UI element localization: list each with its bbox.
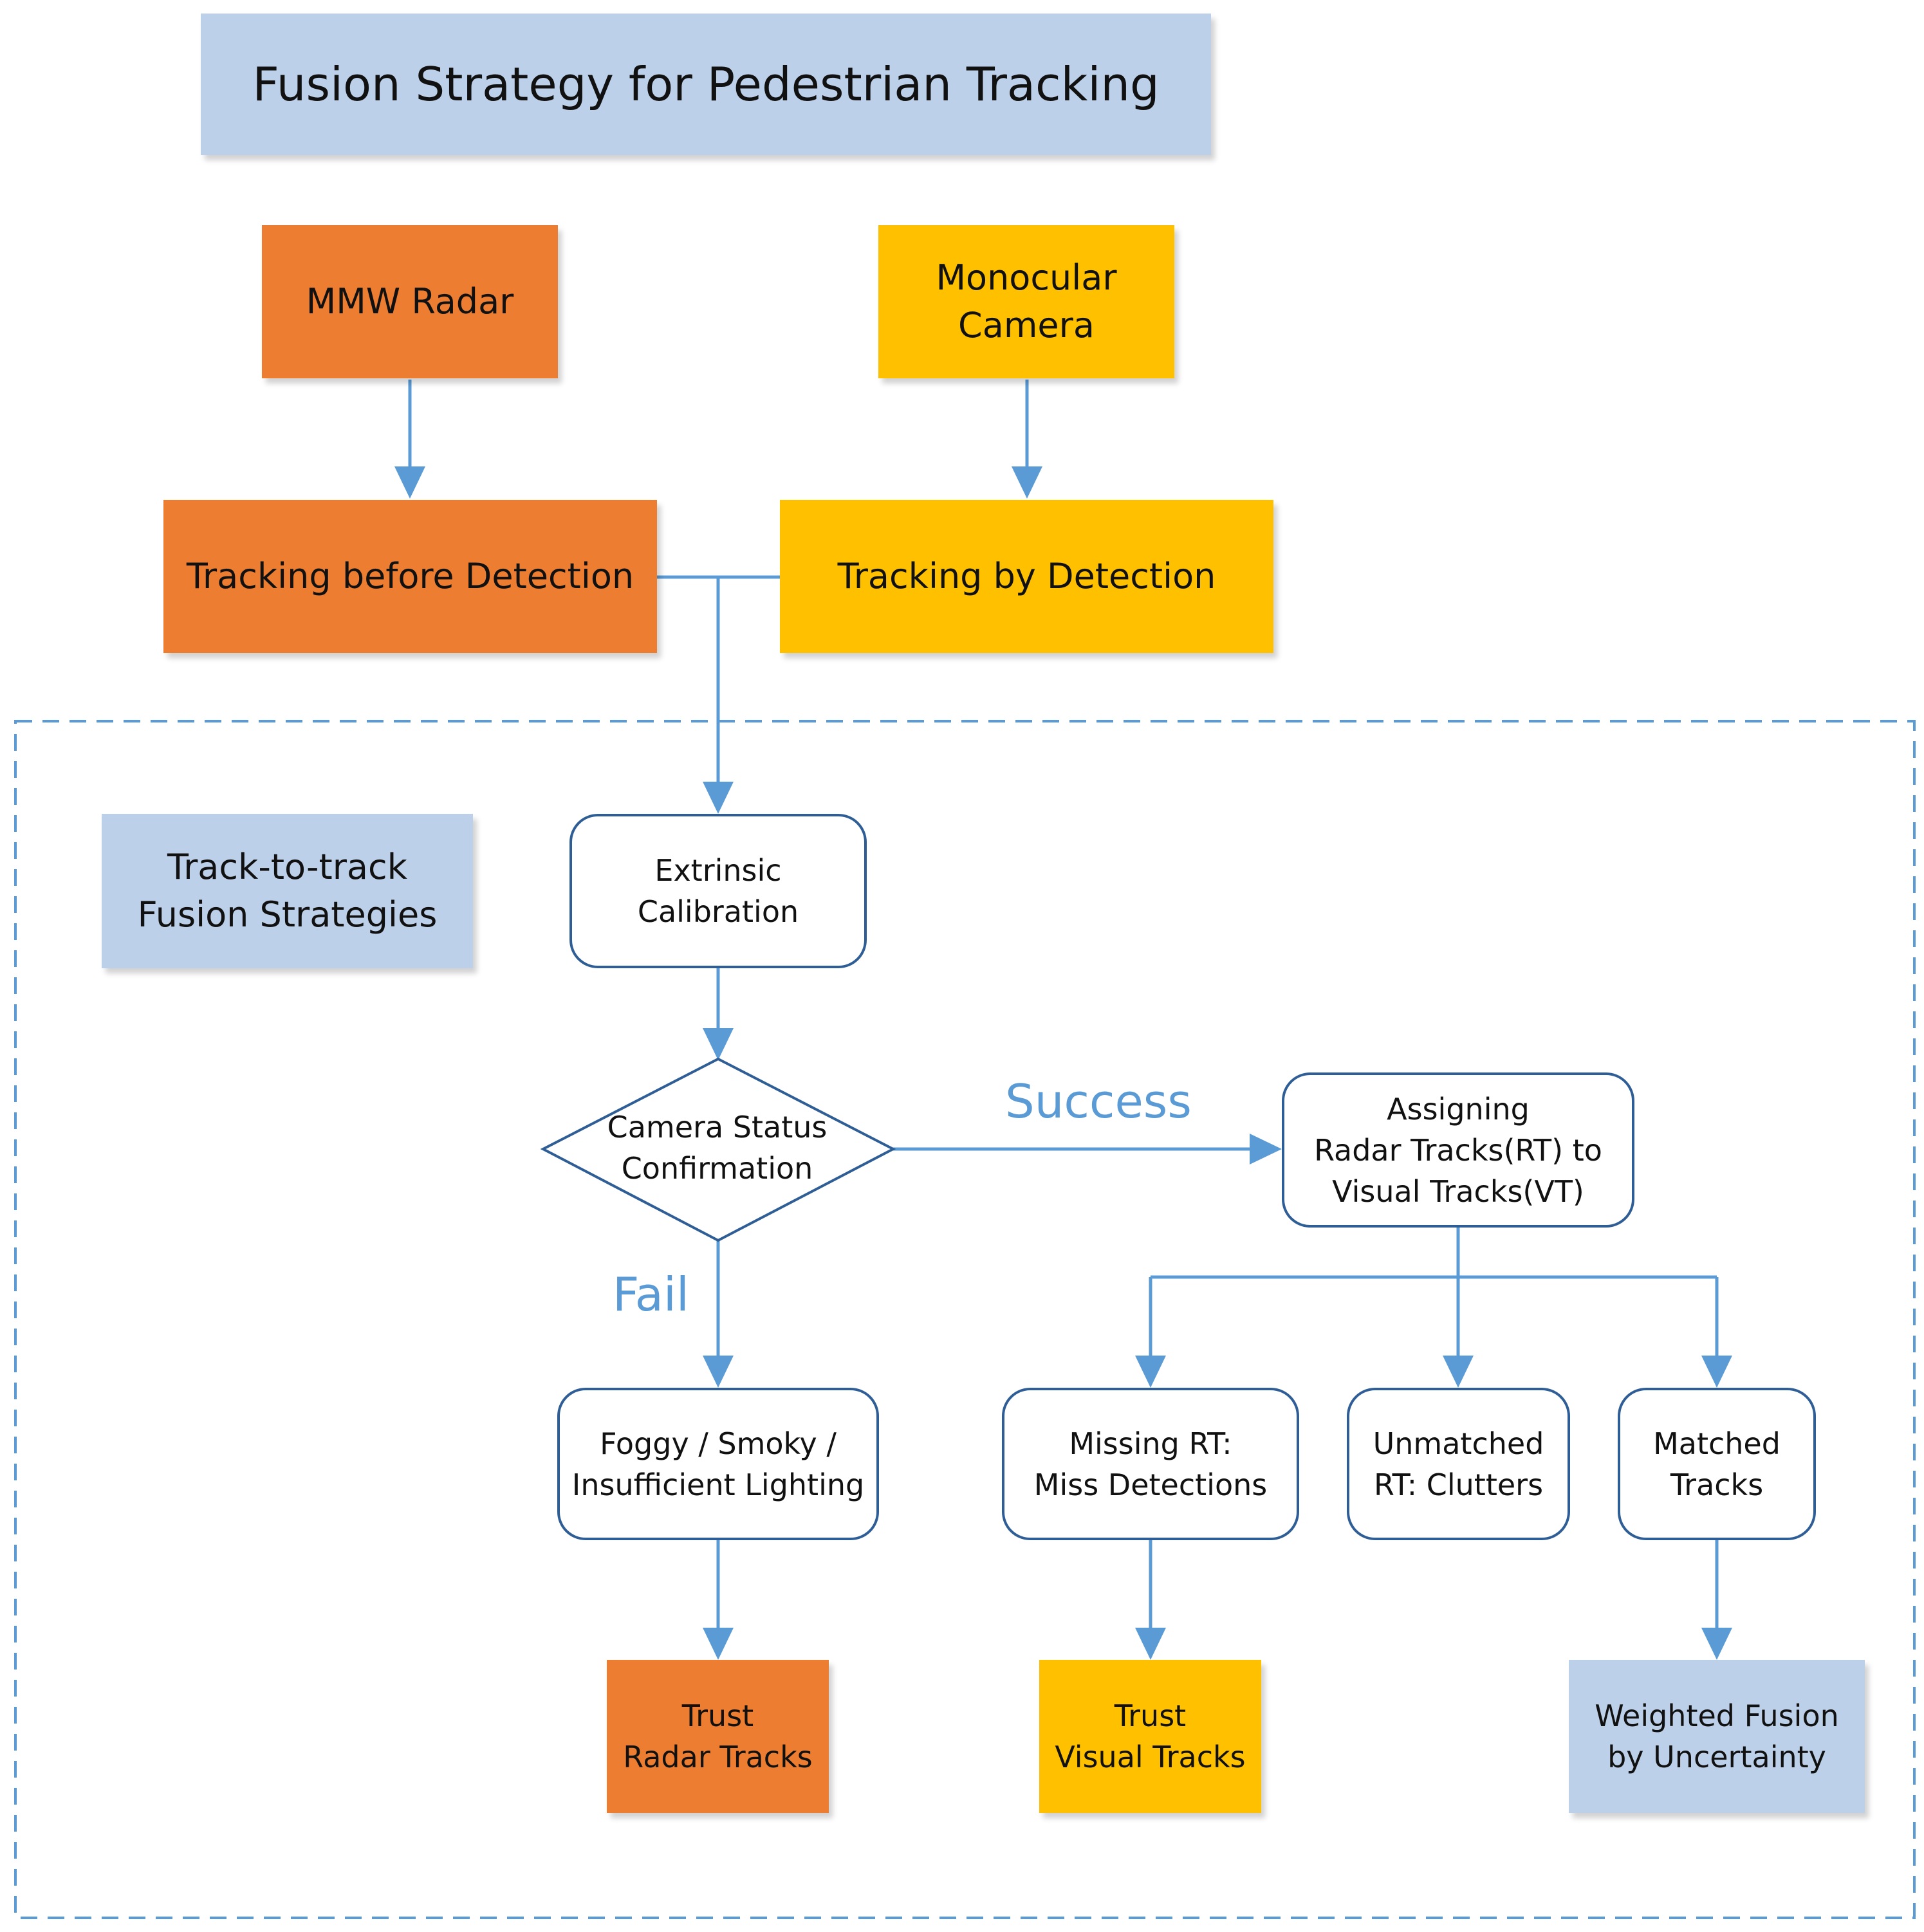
fusion-strategies-line-1: Track-to-track: [167, 847, 407, 887]
assigning-line-3: Visual Tracks(VT): [1332, 1173, 1584, 1209]
conditions-line-1: Foggy / Smoky /: [600, 1426, 837, 1461]
title-text: Fusion Strategy for Pedestrian Tracking: [252, 57, 1160, 111]
camera-status-diamond: [540, 1057, 896, 1242]
unmatched-line-1: Unmatched: [1373, 1426, 1544, 1461]
tracking-before-detection-box: Tracking before Detection: [163, 500, 657, 653]
monocular-camera-box: Monocular Camera: [878, 225, 1174, 378]
fail-label: Fail: [613, 1267, 689, 1321]
tracking-before-detection-label: Tracking before Detection: [186, 556, 634, 596]
matched-line-1: Matched: [1653, 1426, 1781, 1461]
arrowhead-fail: [703, 1356, 734, 1388]
calibration-line-2: Calibration: [637, 894, 799, 929]
fusion-strategies-label-box: Track-to-track Fusion Strategies: [102, 814, 473, 968]
arrowhead-unmatched: [1443, 1356, 1474, 1388]
matched-line-2: Tracks: [1670, 1467, 1764, 1502]
camera-status-text: Camera Status Confirmation: [542, 1100, 893, 1195]
arrowhead-trust-visual: [1135, 1628, 1166, 1660]
mmw-radar-label: MMW Radar: [306, 281, 514, 322]
unmatched-rt-box: Unmatched RT: Clutters: [1347, 1388, 1570, 1540]
camera-label-line-2: Camera: [958, 305, 1095, 345]
mmw-radar-box: MMW Radar: [262, 225, 558, 378]
unmatched-line-2: RT: Clutters: [1373, 1467, 1544, 1502]
weighted-fusion-box: Weighted Fusion by Uncertainty: [1569, 1660, 1865, 1813]
missing-line-1: Missing RT:: [1069, 1426, 1232, 1461]
arrowhead-trust-radar: [703, 1628, 734, 1660]
camera-status-line-2: Confirmation: [621, 1151, 813, 1186]
missing-line-2: Miss Detections: [1033, 1467, 1268, 1502]
arrowhead-matched: [1701, 1356, 1732, 1388]
conditions-line-2: Insufficient Lighting: [571, 1467, 865, 1502]
arrowhead-status: [703, 1028, 734, 1060]
arrowhead-camera-tracking: [1012, 466, 1042, 499]
success-label: Success: [1005, 1074, 1192, 1128]
calibration-line-1: Extrinsic: [654, 853, 782, 888]
tracking-by-detection-label: Tracking by Detection: [837, 556, 1216, 596]
camera-status-line-1: Camera Status: [607, 1110, 828, 1145]
trust-visual-tracks-box: Trust Visual Tracks: [1039, 1660, 1261, 1813]
assigning-line-1: Assigning: [1387, 1091, 1530, 1127]
arrowhead-radar-tracking: [394, 466, 425, 499]
weighted-line-1: Weighted Fusion: [1595, 1698, 1839, 1733]
missing-rt-box: Missing RT: Miss Detections: [1002, 1388, 1299, 1540]
tracking-by-detection-box: Tracking by Detection: [780, 500, 1273, 653]
trust-visual-line-1: Trust: [1114, 1698, 1187, 1733]
arrowhead-weighted: [1701, 1628, 1732, 1660]
fusion-region-border: [14, 720, 1916, 1919]
arrowhead-calibration: [703, 782, 734, 814]
trust-radar-line-1: Trust: [681, 1698, 754, 1733]
trust-radar-line-2: Radar Tracks: [623, 1740, 813, 1774]
arrowhead-success: [1250, 1134, 1282, 1164]
assigning-tracks-box: Assigning Radar Tracks(RT) to Visual Tra…: [1282, 1072, 1634, 1228]
foggy-smoky-box: Foggy / Smoky / Insufficient Lighting: [557, 1388, 879, 1540]
extrinsic-calibration-box: Extrinsic Calibration: [569, 814, 867, 968]
fusion-strategies-line-2: Fusion Strategies: [137, 894, 438, 935]
trust-visual-line-2: Visual Tracks: [1055, 1740, 1246, 1774]
diagram-title: Fusion Strategy for Pedestrian Tracking: [201, 14, 1211, 155]
trust-radar-tracks-box: Trust Radar Tracks: [607, 1660, 829, 1813]
arrowhead-missing: [1135, 1356, 1166, 1388]
matched-tracks-box: Matched Tracks: [1618, 1388, 1816, 1540]
camera-label-line-1: Monocular: [936, 257, 1117, 298]
weighted-line-2: by Uncertainty: [1607, 1740, 1826, 1774]
assigning-line-2: Radar Tracks(RT) to: [1314, 1132, 1602, 1168]
